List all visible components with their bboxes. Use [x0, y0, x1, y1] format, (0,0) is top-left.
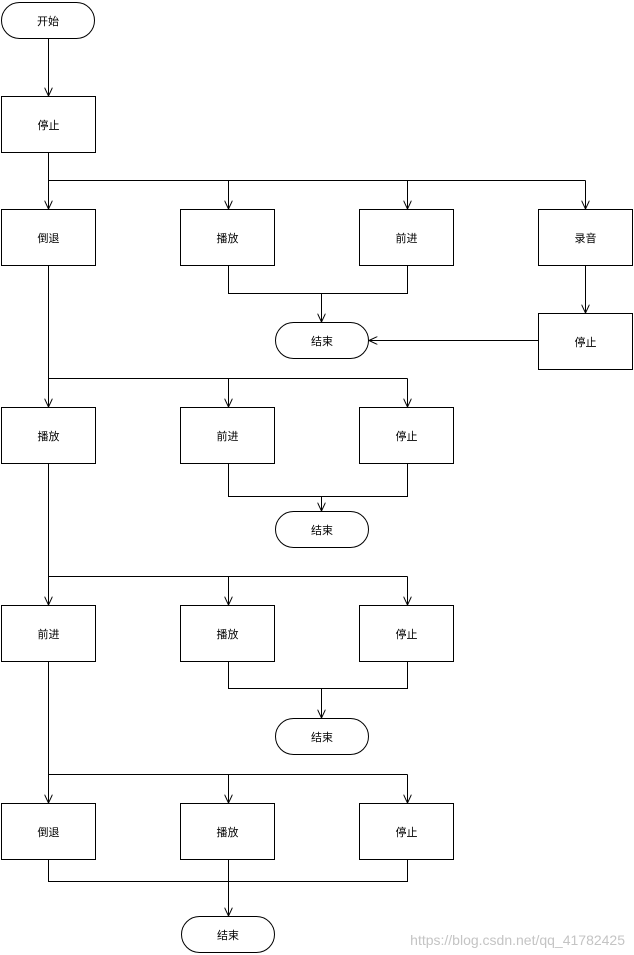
play-label: 播放	[216, 825, 239, 839]
connector-merge-row3	[228, 661, 408, 689]
play-label: 播放	[216, 627, 239, 641]
stop-process-row2: 停止	[359, 407, 454, 464]
stop-label: 停止	[395, 627, 418, 641]
rewind-label: 倒退	[37, 825, 60, 839]
stop-process: 停止	[1, 96, 96, 153]
play-process-row1: 播放	[180, 209, 275, 266]
record-process: 录音	[538, 209, 633, 266]
end-terminator-row2: 结束	[275, 511, 369, 548]
play-label: 播放	[37, 429, 60, 443]
end-terminator-row3: 结束	[275, 718, 369, 755]
end-label: 结束	[311, 523, 333, 537]
end-label: 结束	[311, 334, 333, 348]
stop-label: 停止	[37, 118, 60, 132]
stop-process-row3: 停止	[359, 605, 454, 662]
end-terminator-row4: 结束	[181, 916, 275, 953]
record-stop-process: 停止	[538, 313, 633, 370]
rewind-label: 倒退	[37, 231, 60, 245]
play-label: 播放	[216, 231, 239, 245]
record-label: 录音	[574, 231, 597, 245]
forward-process-row1: 前进	[359, 209, 454, 266]
start-terminator: 开始	[1, 2, 95, 39]
start-label: 开始	[37, 14, 59, 28]
play-process-row4: 播放	[180, 803, 275, 860]
end-label: 结束	[217, 928, 239, 942]
rewind-process-row4: 倒退	[1, 803, 96, 860]
connector-merge-row1	[228, 265, 408, 294]
connector-merge-row2	[228, 463, 408, 497]
rewind-process-row1: 倒退	[1, 209, 96, 266]
stop-process-row4: 停止	[359, 803, 454, 860]
watermark-text: https://blog.csdn.net/qq_41782425	[410, 932, 625, 948]
end-terminator-row1: 结束	[275, 322, 369, 359]
forward-process-row3: 前进	[1, 605, 96, 662]
stop-label: 停止	[395, 825, 418, 839]
record-stop-label: 停止	[574, 335, 597, 349]
forward-process-row2: 前进	[180, 407, 275, 464]
play-process-row2: 播放	[1, 407, 96, 464]
forward-label: 前进	[395, 231, 418, 245]
play-process-row3: 播放	[180, 605, 275, 662]
forward-label: 前进	[37, 627, 60, 641]
end-label: 结束	[311, 730, 333, 744]
stop-label: 停止	[395, 429, 418, 443]
forward-label: 前进	[216, 429, 239, 443]
